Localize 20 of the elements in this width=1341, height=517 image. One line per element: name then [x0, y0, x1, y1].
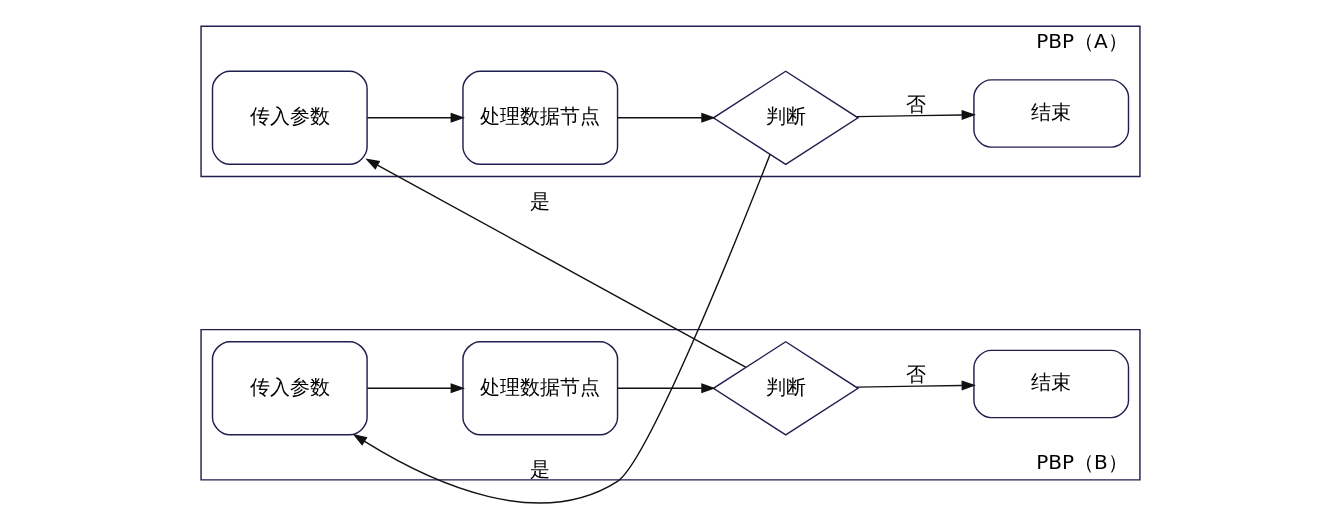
arrow: [617, 112, 716, 123]
node-diamond: 判断: [712, 340, 860, 436]
arrow: [617, 382, 716, 393]
arrow: [352, 153, 771, 504]
node-box: 处理数据节点: [462, 340, 619, 435]
node-box: 传入参数: [211, 340, 368, 435]
arrow: [856, 379, 976, 390]
arrow: [366, 382, 465, 393]
edge-label: 是: [530, 456, 551, 481]
arrow: [856, 109, 976, 120]
node-box: 处理数据节点: [462, 70, 619, 165]
edge-label: 是: [530, 188, 551, 213]
node-box: 结束: [973, 78, 1130, 148]
arrow: [366, 112, 465, 123]
node-box: 结束: [973, 349, 1130, 418]
node-diamond: 判断: [712, 69, 860, 165]
edge-label: 否: [905, 91, 926, 116]
node-box: 传入参数: [211, 70, 368, 165]
arrow: [365, 157, 747, 368]
edge-label: 否: [905, 361, 926, 386]
